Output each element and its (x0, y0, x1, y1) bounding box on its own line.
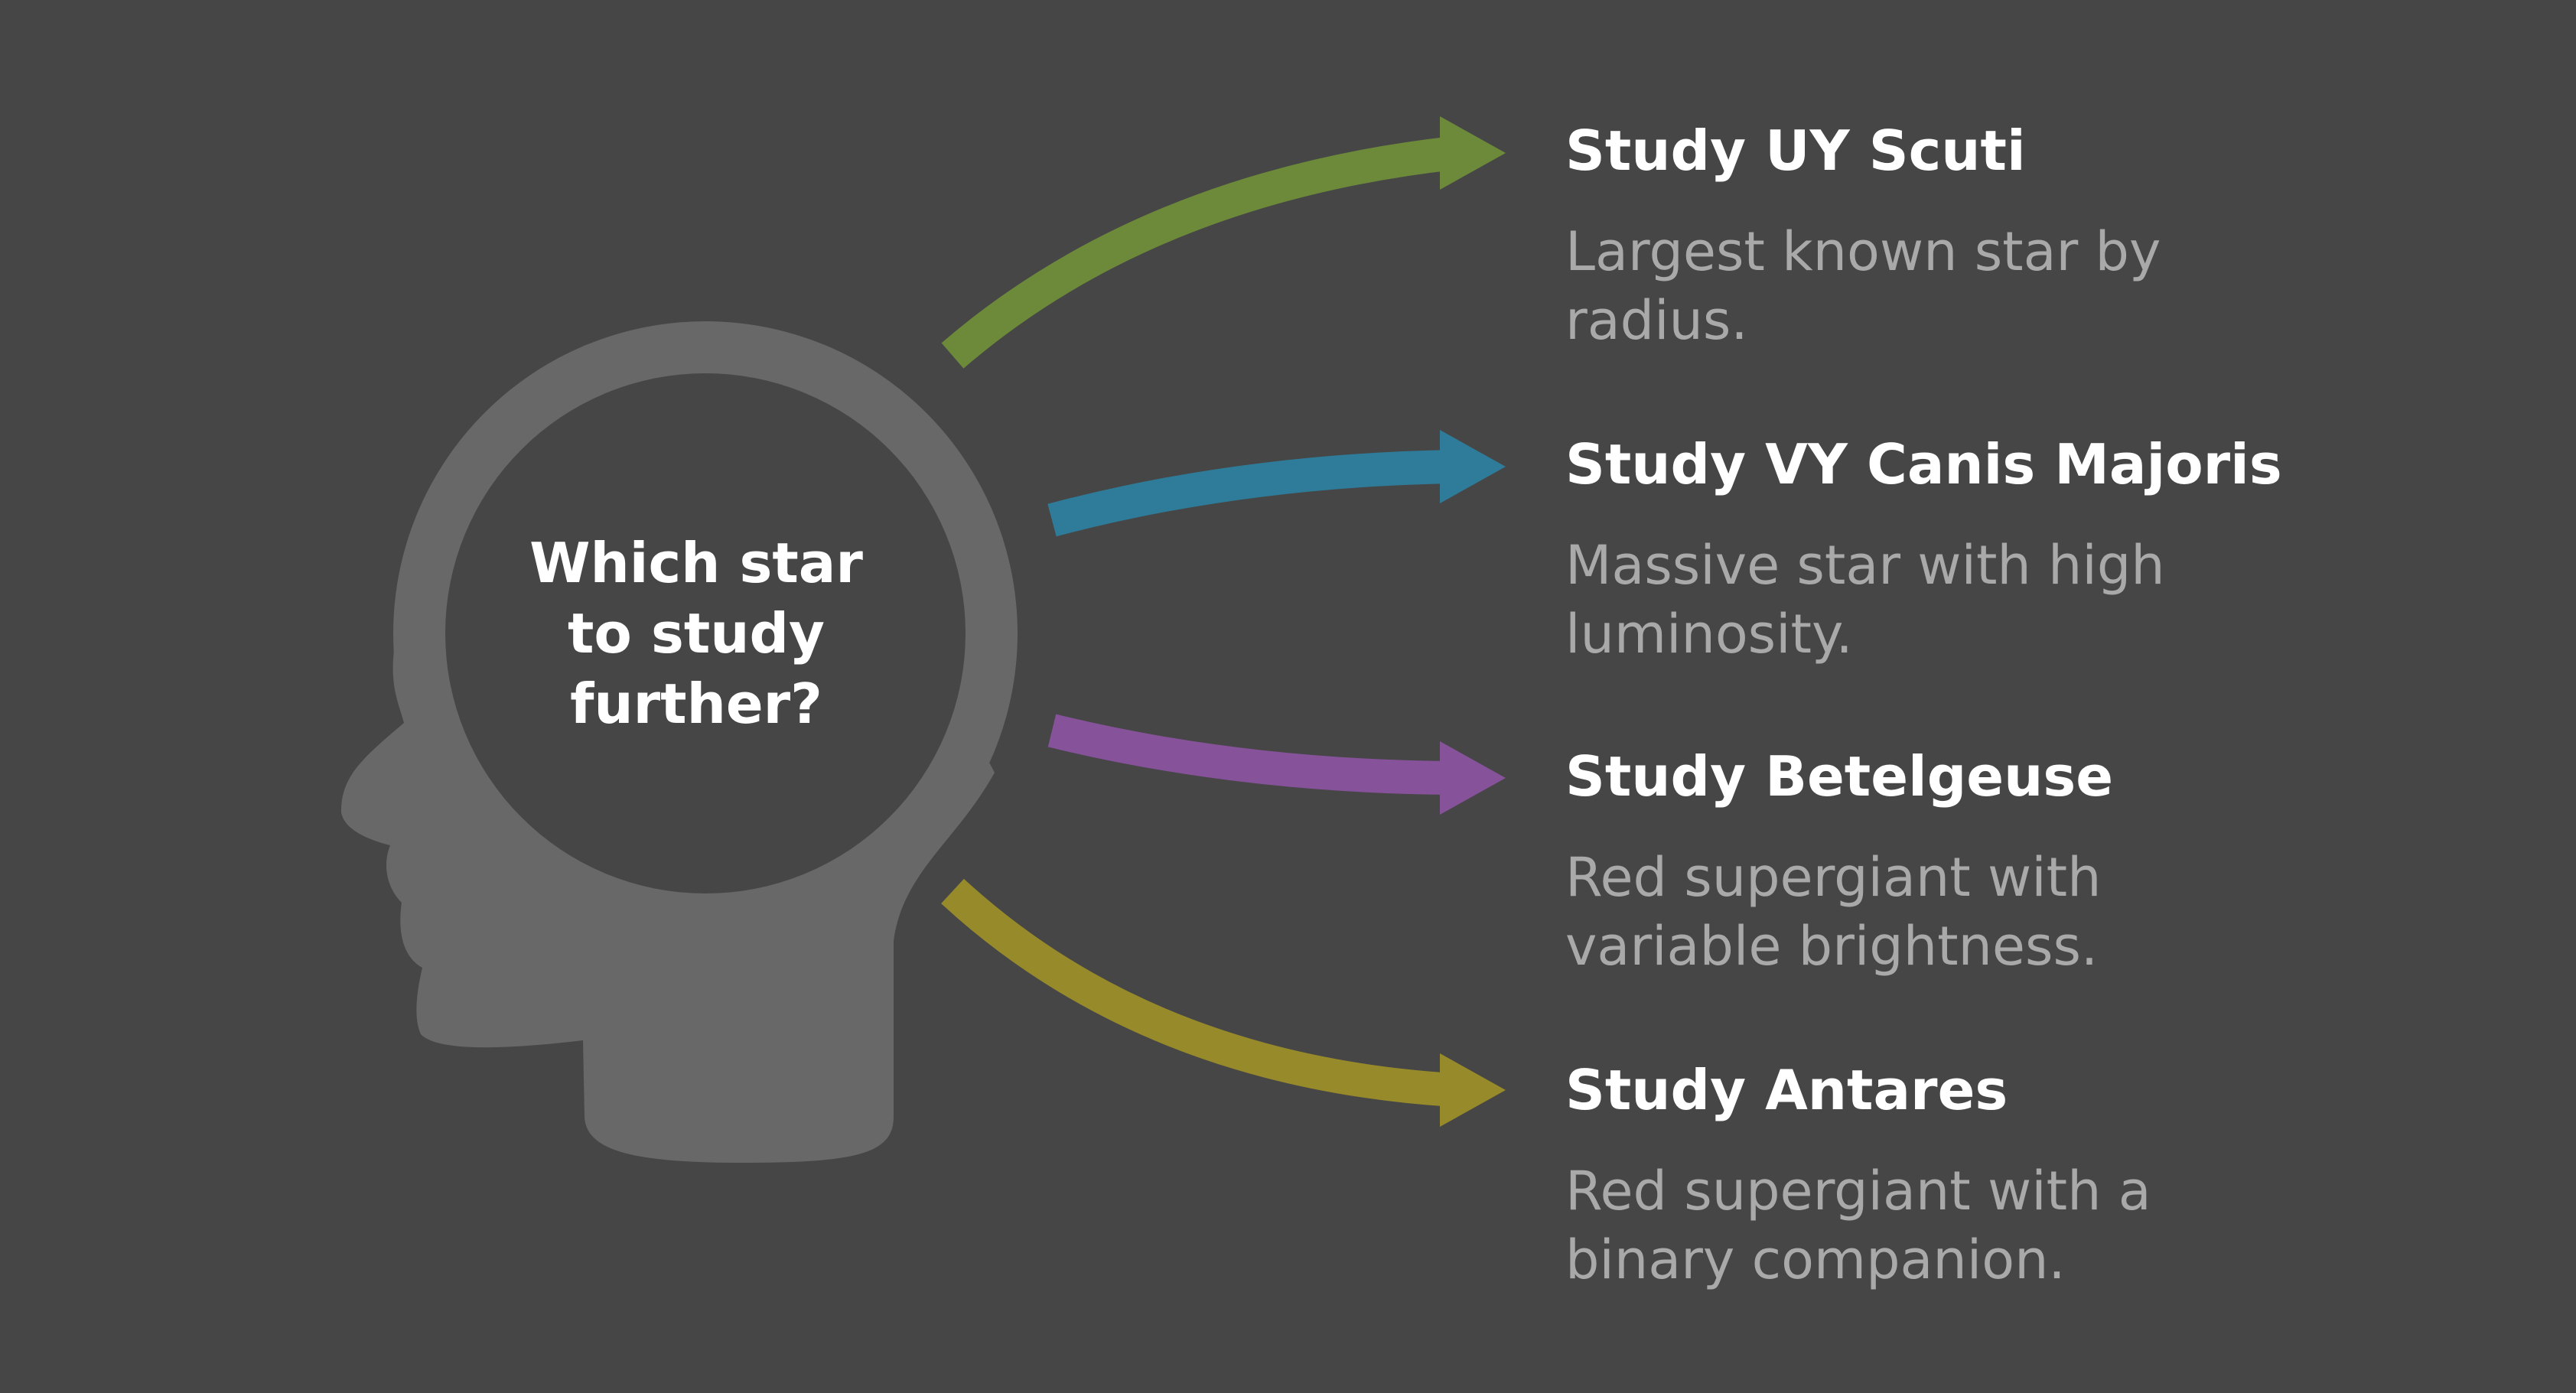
arrow-antares (941, 878, 1506, 1127)
option-betelgeuse: Study Betelgeuse Red supergiant with var… (1565, 742, 2483, 981)
center-question: Which star to study further? (529, 531, 863, 736)
arrow-betelgeuse (1047, 714, 1506, 815)
arrow-vy-canis-majoris (1047, 430, 1506, 537)
thought-circle (445, 373, 966, 893)
option-description: Largest known star by radius. (1565, 220, 2161, 352)
head-silhouette-icon (340, 321, 1018, 1163)
option-description: Red supergiant with variable brightness. (1565, 846, 2102, 978)
option-title: Study UY Scuti (1565, 119, 2026, 183)
option-title: Study Antares (1565, 1058, 2008, 1122)
option-title: Study Betelgeuse (1565, 744, 2114, 809)
option-vy-canis-majoris: Study VY Canis Majoris Massive star with… (1565, 430, 2483, 669)
option-description: Red supergiant with a binary companion. (1565, 1160, 2151, 1291)
arrow-uy-scuti (941, 116, 1506, 369)
option-antares: Study Antares Red supergiant with a bina… (1565, 1056, 2483, 1294)
option-uy-scuti: Study UY Scuti Largest known star by rad… (1565, 116, 2483, 355)
option-title: Study VY Canis Majoris (1565, 432, 2282, 496)
option-description: Massive star with high luminosity. (1565, 534, 2165, 666)
